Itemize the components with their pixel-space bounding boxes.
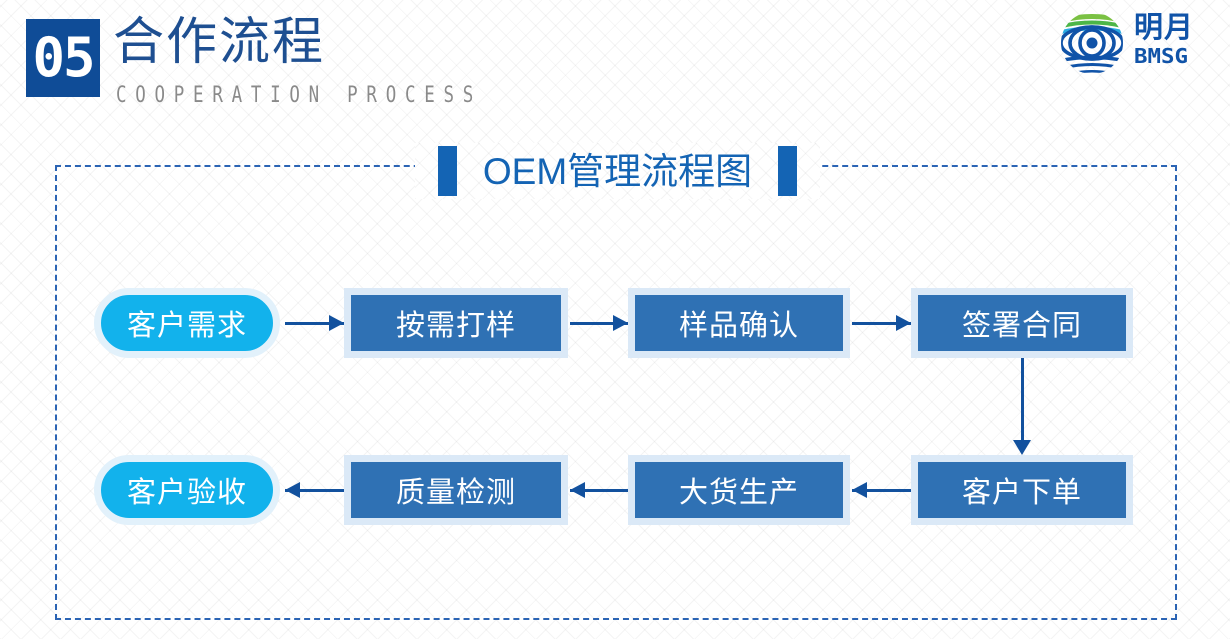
- flow-node-customer-demand[interactable]: 客户需求: [94, 288, 280, 358]
- arrow-head-left-icon: [852, 482, 867, 498]
- connector-sample-confirm-to-sign-contract: [852, 315, 911, 331]
- arrow-head-down-icon: [1013, 440, 1031, 455]
- connector-line: [852, 321, 911, 325]
- title-accent-bar-left: [437, 146, 457, 196]
- arrow-head-left-icon: [570, 482, 585, 498]
- connector-quality-inspection-to-acceptance: [285, 482, 344, 498]
- flow-node-sampling-on-demand[interactable]: 按需打样: [344, 288, 568, 358]
- flow-node-sample-confirm[interactable]: 样品确认: [628, 288, 850, 358]
- diagram-title: OEM管理流程图: [482, 150, 753, 192]
- flow-node-customer-acceptance[interactable]: 客户验收: [94, 455, 280, 525]
- section-title-en: COOPERATION PROCESS: [116, 82, 483, 108]
- connector-line: [852, 488, 911, 492]
- section-number-badge: 05: [26, 19, 100, 97]
- logo-name-en: BMSG: [1134, 44, 1188, 68]
- connector-sign-contract-to-customer-order: [1013, 358, 1031, 455]
- arrow-head-right-icon: [896, 315, 911, 331]
- connector-customer-order-to-bulk-production: [852, 482, 911, 498]
- flow-node-quality-inspection[interactable]: 质量检测: [344, 455, 568, 525]
- flow-node-sign-contract[interactable]: 签署合同: [911, 288, 1133, 358]
- title-accent-bar-right: [778, 146, 798, 196]
- connector-sampling-to-sample-confirm: [570, 315, 628, 331]
- flow-node-bulk-production[interactable]: 大货生产: [628, 455, 850, 525]
- diagram-panel: [55, 165, 1177, 620]
- connector-line: [570, 488, 628, 492]
- globe-emblem-icon: [1061, 14, 1123, 74]
- connector-demand-to-sampling: [285, 315, 344, 331]
- arrow-head-left-icon: [285, 482, 300, 498]
- arrow-head-right-icon: [329, 315, 344, 331]
- section-title-cn: 合作流程: [113, 15, 326, 71]
- logo-wordmark: 明月 BMSG: [1134, 12, 1216, 67]
- flow-node-customer-order[interactable]: 客户下单: [911, 455, 1133, 525]
- arrow-head-right-icon: [613, 315, 628, 331]
- connector-line: [285, 488, 344, 492]
- slide-header: 05 合作流程 COOPERATION PROCESS: [0, 0, 1230, 110]
- diagram-title-group: OEM管理流程图: [415, 143, 820, 199]
- connector-line: [285, 321, 344, 325]
- connector-line: [1020, 358, 1024, 441]
- connector-bulk-production-to-quality-inspection: [570, 482, 628, 498]
- logo-name-cn: 明月: [1134, 12, 1195, 44]
- company-logo: 明月 BMSG: [1056, 8, 1216, 78]
- connector-line: [570, 321, 628, 325]
